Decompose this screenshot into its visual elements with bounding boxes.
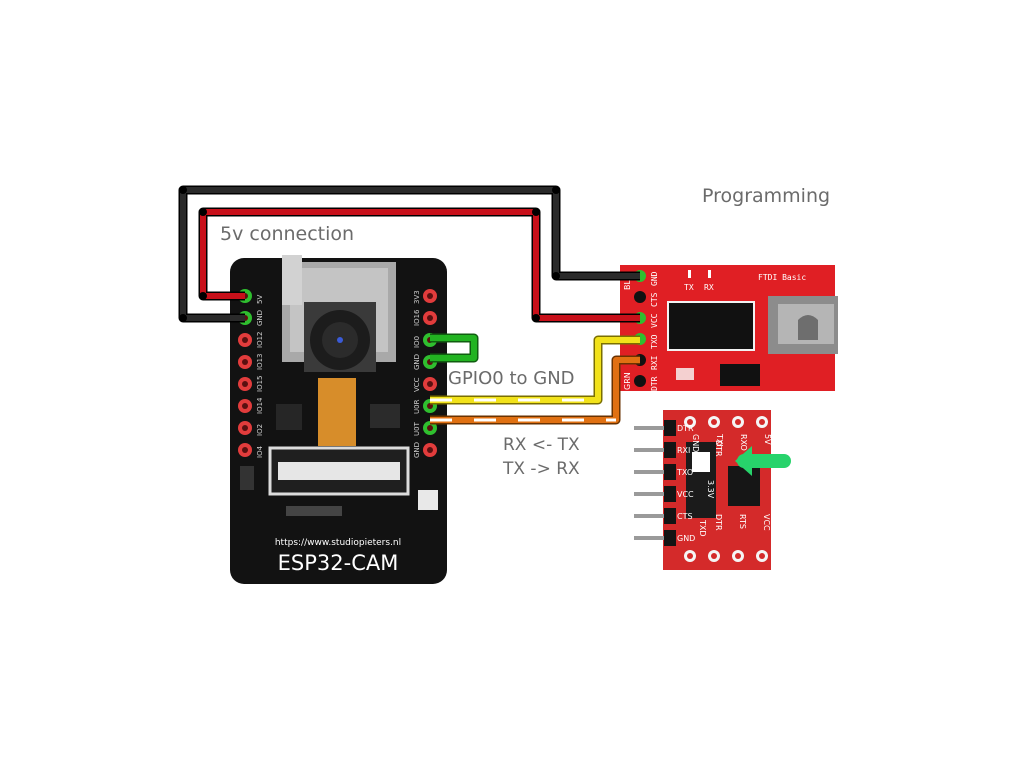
esp-right-pin-label-5: U0R	[413, 399, 421, 414]
esp-right-pin-label-0: 3V3	[413, 290, 421, 304]
small-side-label-2: TXO	[676, 468, 693, 477]
esp-right-pin-label-3: GND	[413, 354, 421, 370]
label-5v-connection: 5v connection	[220, 223, 354, 245]
ftdi-pin-label-3: TXO	[650, 334, 659, 349]
ftdi-top-label: BLK	[623, 274, 632, 290]
wires	[178, 185, 640, 425]
small-bottom-label-1: RTS	[738, 514, 747, 529]
esp-right-pin-label-6: U0T	[413, 421, 421, 436]
ftdi-pin-label-4: RXI	[650, 355, 659, 370]
small-mid-label-0: TXD	[698, 519, 707, 537]
small-ftdi-chip	[728, 466, 760, 506]
small-mid-label-2: DTR	[714, 440, 723, 457]
esp-left-pin-label-1: GND	[256, 310, 264, 326]
esp-left-pin-label-5: IO14	[256, 397, 264, 414]
ftdi-pin-label-0: GND	[650, 271, 659, 286]
small-side-label-3: VCC	[677, 490, 694, 499]
ftdi-pin-5	[634, 375, 646, 387]
ftdi-chip	[667, 301, 755, 351]
camera-ribbon	[318, 378, 356, 446]
small-top-label-2: RXO	[739, 434, 748, 451]
ftdi-pin-label-5: DTR	[650, 376, 659, 391]
esp-left-pin-label-0: 5V	[256, 295, 264, 304]
esp-right-pin-label-2: IO0	[413, 336, 421, 348]
esp-right-pin-label-1: IO16	[413, 309, 421, 326]
esp-right-pin-label-7: GND	[413, 442, 421, 458]
esp-left-pin-label-4: IO15	[256, 376, 264, 392]
small-side-label-5: GND	[677, 534, 695, 543]
label-gpio0-to-gnd: GPIO0 to GND	[448, 368, 575, 389]
ftdi-pin-1	[634, 291, 646, 303]
small-side-label-4: CTS	[677, 512, 693, 521]
small-top-label-3: 5V	[763, 434, 772, 445]
small-mid-label-1: 3.3V	[706, 480, 715, 499]
small-side-label-0: DTR	[677, 424, 694, 433]
esp32-board-name: ESP32-CAM	[278, 551, 399, 575]
ftdi-small-board: GND TXI RXO 5V DTR RTS VCC TXD 3.3V DTR DTR RXI TXO…	[634, 410, 791, 570]
esp32-url: https://www.studiopieters.nl	[275, 538, 401, 548]
esp-left-pin-label-7: IO4	[256, 445, 264, 458]
ftdi-pin-label-1: CTS	[650, 292, 659, 307]
label-rx-tx: RX <- TX	[503, 435, 580, 455]
ftdi-side-label: GRN	[623, 372, 632, 390]
small-top-label-1: TXI	[715, 433, 724, 447]
ftdi-title: FTDI Basic	[758, 273, 806, 282]
small-side-label-1: RXI	[677, 446, 690, 455]
label-tx-rx: TX -> RX	[502, 459, 580, 479]
small-bottom-label-0: DTR	[714, 514, 723, 531]
esp-left-pin-label-6: IO2	[256, 424, 264, 436]
ftdi-pin-label-2: VCC	[650, 313, 659, 328]
esp-right-pin-label-4: VCC	[413, 377, 421, 392]
esp-left-pin-label-3: IO13	[256, 354, 264, 370]
label-programming: Programming	[702, 185, 830, 207]
ftdi-rx-led-label: RX	[704, 283, 714, 292]
esp-left-pin-label-2: IO12	[256, 332, 264, 348]
small-bottom-label-2: VCC	[762, 514, 771, 531]
ftdi-tx-led-label: TX	[684, 283, 694, 292]
small-top-label-0: GND	[691, 434, 700, 452]
